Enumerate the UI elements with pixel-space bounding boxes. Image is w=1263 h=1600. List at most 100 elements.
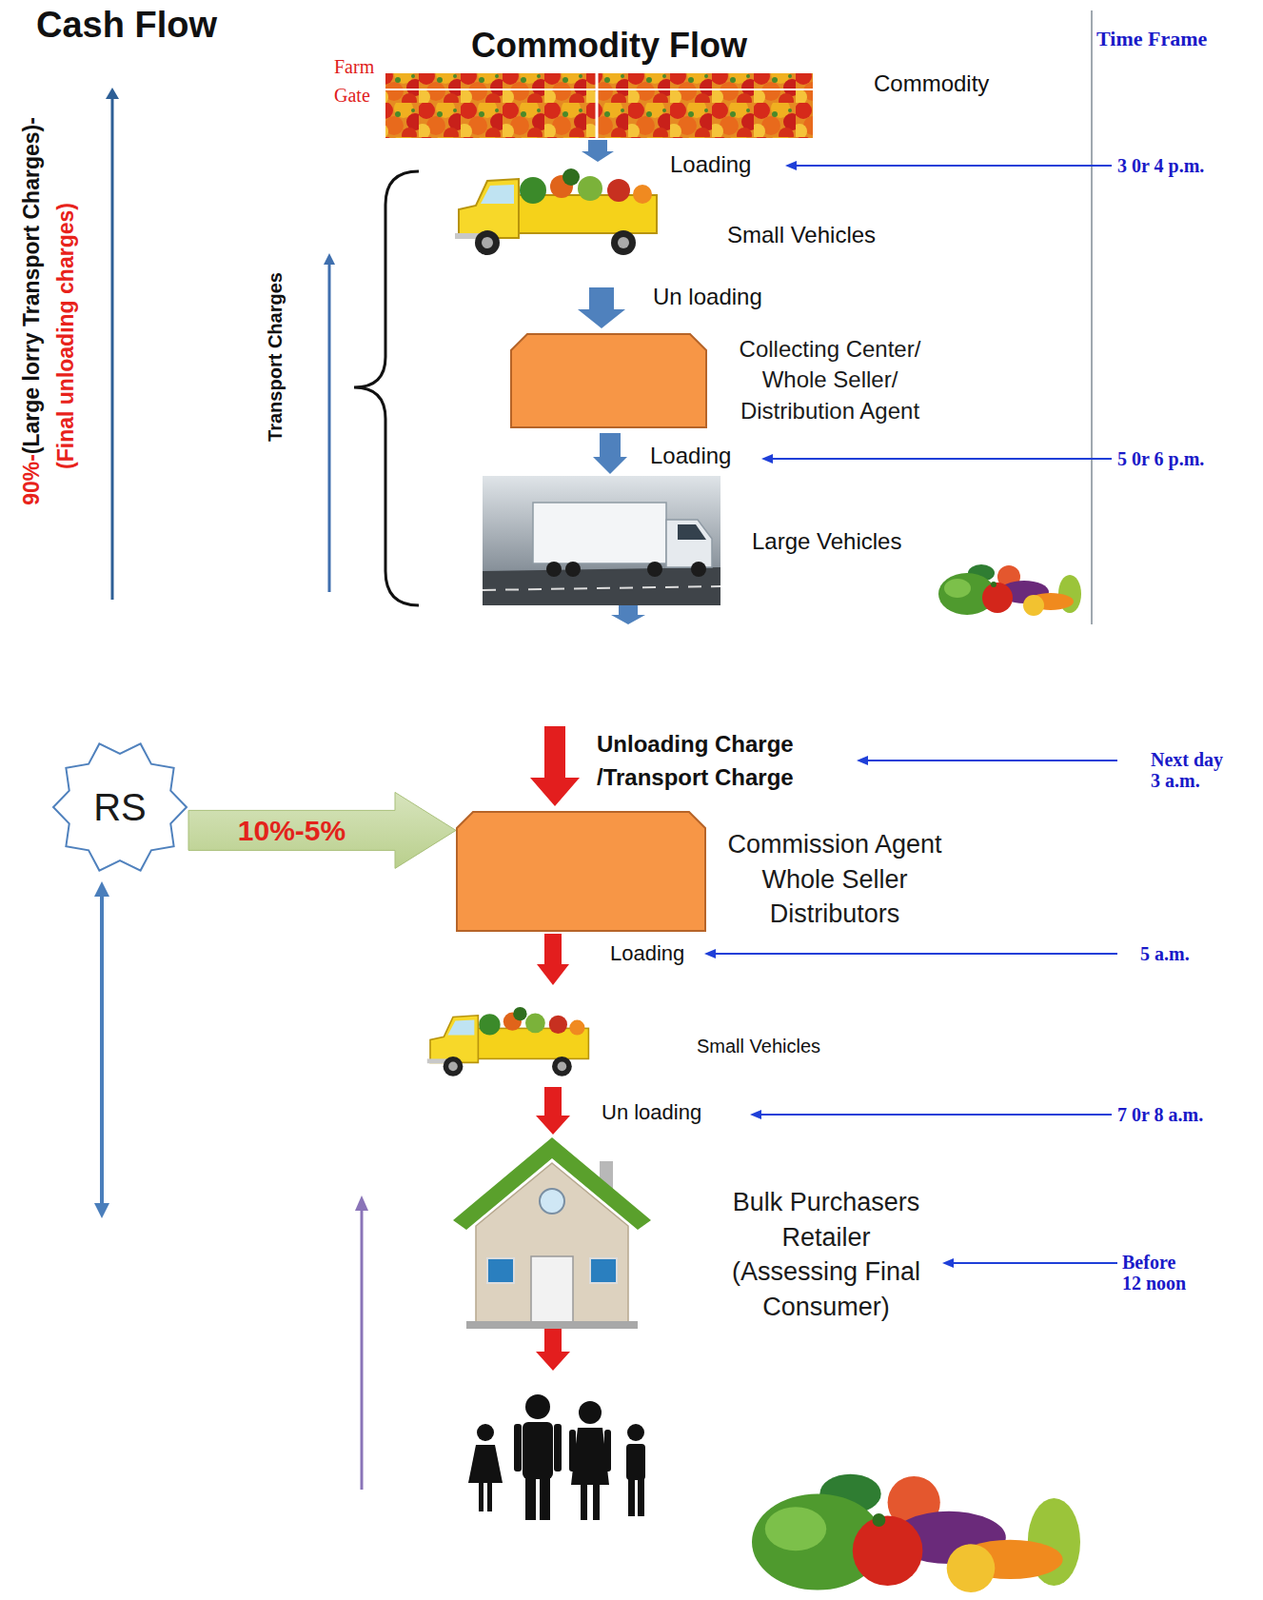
time-arrow	[794, 164, 1112, 167]
time-arrow	[761, 453, 773, 464]
time-label: Next day 3 a.m.	[1150, 749, 1232, 791]
vehicle-label: Small Vehicles	[727, 221, 876, 250]
section-heading: Cash Flow	[36, 3, 218, 48]
house-icon	[453, 1137, 652, 1230]
purple-arrow	[360, 1208, 364, 1490]
flow-arrow	[535, 1086, 571, 1135]
tomato-picture	[385, 88, 813, 91]
time-arrow	[749, 1109, 762, 1120]
time-label: 7 0r 8 a.m.	[1117, 1103, 1204, 1126]
time-arrow	[713, 952, 1118, 955]
column-heading: Time Frame	[1096, 26, 1207, 52]
house-icon	[466, 1321, 638, 1329]
large-truck-photo	[482, 567, 721, 606]
family-icon	[468, 1444, 503, 1483]
house-icon	[531, 1256, 573, 1327]
flow-arrow	[535, 1328, 571, 1371]
family-icon	[592, 1484, 600, 1520]
family-icon	[487, 1482, 493, 1512]
time-arrow	[951, 1262, 1118, 1264]
step-label: Un loading	[652, 283, 763, 312]
vegetable-pile	[938, 564, 1082, 616]
star-badge: RS	[51, 738, 189, 876]
process-box: Collecting Center/ Whole Seller/ Distrib…	[510, 333, 708, 429]
time-arrow	[942, 1258, 954, 1268]
edge-label: 10%-5%	[237, 814, 346, 847]
cash-flow-arrow	[111, 97, 115, 600]
large-truck-photo	[546, 561, 562, 577]
family-icon	[553, 1423, 562, 1472]
purple-arrow	[355, 1195, 369, 1211]
double-arrow	[94, 881, 110, 897]
family-icon	[539, 1477, 551, 1520]
vegetable-pile	[751, 1474, 1081, 1593]
family-icon	[627, 1423, 645, 1441]
cash-flow-arrow	[105, 87, 119, 99]
house-icon	[487, 1258, 514, 1283]
time-label: 5 0r 6 p.m.	[1117, 447, 1204, 471]
process-box: Commission Agent Whole Seller Distributo…	[455, 810, 707, 932]
step-label: Loading	[670, 151, 751, 179]
tomato-picture	[385, 73, 813, 139]
step-label: Loading	[650, 442, 731, 471]
time-arrow	[704, 160, 1118, 1268]
node-text-holder: RS	[51, 738, 189, 876]
axis-label: 90%-	[19, 453, 44, 506]
step-label: Loading	[610, 941, 685, 967]
time-arrow	[759, 1113, 1112, 1116]
family-icon	[628, 1478, 635, 1517]
family-icon	[522, 1421, 553, 1480]
time-divider	[1090, 10, 1093, 625]
house-icon	[539, 1188, 565, 1214]
time-arrow	[866, 759, 1118, 762]
node-label: RS	[93, 781, 147, 833]
axis-label: (Final unloading charges)	[53, 202, 79, 470]
rotated-text-line: (Final unloading charges)	[53, 202, 80, 470]
node-outline	[511, 334, 707, 428]
family-icon	[626, 1443, 646, 1481]
tomato-picture	[595, 73, 599, 139]
flow-arrow	[530, 726, 580, 807]
time-label: Before 12 noon	[1122, 1251, 1194, 1294]
node-outline	[510, 333, 708, 429]
house-icon	[453, 1137, 652, 1329]
tomato-picture	[385, 73, 813, 139]
flow-arrow	[581, 139, 614, 162]
transport-arrow	[328, 262, 332, 593]
pickup-truck	[427, 1006, 590, 1077]
node-label: Collecting Center/ Whole Seller/ Distrib…	[720, 334, 940, 427]
large-truck-photo	[666, 519, 712, 568]
large-truck-photo	[482, 475, 721, 606]
time-arrow	[856, 755, 869, 766]
double-arrow	[94, 881, 110, 1219]
purple-arrow	[355, 1195, 369, 1490]
family-icon	[571, 1427, 610, 1485]
flow-arrow	[592, 433, 628, 474]
family-icon	[637, 1478, 645, 1517]
cash-flow-arrow	[105, 87, 119, 600]
family-icon	[569, 1429, 576, 1472]
node-outline	[456, 811, 706, 931]
house-node: Bulk Purchasers Retailer (Assessing Fina…	[453, 1137, 652, 1327]
large-truck-photo	[482, 586, 721, 591]
family-icon	[580, 1484, 588, 1520]
pickup-truck	[454, 168, 657, 256]
large-truck-photo	[565, 561, 581, 577]
large-truck-photo	[482, 475, 721, 606]
transport-arrow	[323, 253, 336, 593]
node-outline	[455, 810, 707, 932]
flow-arrow	[536, 933, 570, 986]
time-label: 3 0r 4 p.m.	[1117, 154, 1204, 178]
family-icon	[476, 1423, 494, 1441]
family-icon	[525, 1394, 551, 1420]
step-label: Un loading	[601, 1100, 702, 1125]
node-text-holder: Bulk Purchasers Retailer (Assessing Fina…	[718, 1185, 934, 1325]
node-outline	[53, 743, 187, 870]
node-text-holder: Collecting Center/ Whole Seller/ Distrib…	[720, 334, 940, 427]
time-label: 5 a.m.	[1140, 942, 1190, 966]
block-arrow	[188, 791, 456, 869]
flow-arrow	[577, 287, 626, 329]
transport-arrow	[323, 253, 336, 265]
